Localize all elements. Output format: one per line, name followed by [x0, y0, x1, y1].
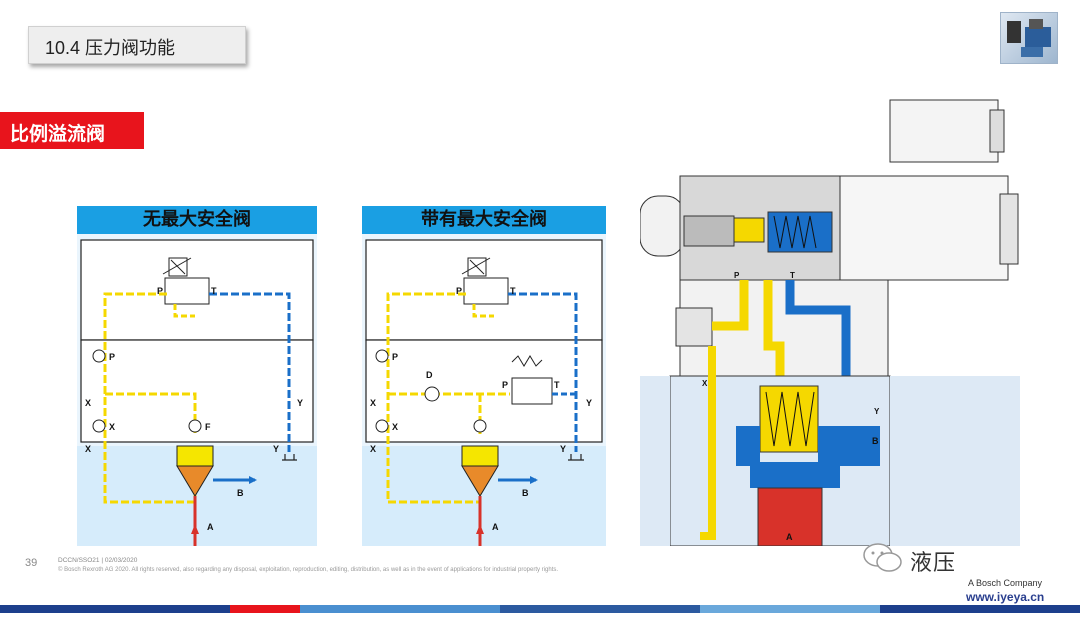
valve-cross-section: P T X Y B A — [639, 96, 1020, 547]
valve-product-thumbnail — [1000, 12, 1058, 64]
label-a: A — [786, 532, 793, 542]
schematic-with-safety-valve: 带有最大安全阀 P T P D P T X X — [362, 206, 606, 546]
watermark-text: 液压 — [910, 551, 957, 576]
label-t-mid: T — [554, 380, 560, 390]
label-p-mid: P — [502, 380, 508, 390]
watermark-company: A Bosch Company — [968, 578, 1043, 588]
page-number: 39 — [25, 557, 38, 569]
schematic-title-bar: 带有最大安全阀 — [362, 206, 606, 234]
label-y2: Y — [273, 444, 279, 454]
footer-copyright: © Bosch Rexroth AG 2020. All rights rese… — [58, 567, 559, 573]
schematic-title: 无最大安全阀 — [143, 209, 251, 230]
footer-meta: DCCN/SSO21 | 02/03/2020 — [58, 557, 138, 564]
label-x3: X — [85, 444, 91, 454]
valve-type-label: 比例溢流阀 — [0, 112, 144, 149]
label-b: B — [522, 488, 529, 498]
label-p: P — [734, 271, 740, 280]
label-x2: X — [392, 422, 398, 432]
label-t: T — [790, 271, 795, 280]
section-title: 10.4 压力阀功能 — [45, 38, 176, 58]
label-b: B — [237, 488, 244, 498]
label-y: Y — [874, 407, 880, 416]
schematic-title-bar: 无最大安全阀 — [77, 206, 317, 234]
valve-type-label-text: 比例溢流阀 — [10, 123, 106, 145]
label-p-top: P — [456, 286, 462, 296]
label-t-top: T — [211, 286, 217, 296]
label-a: A — [207, 522, 214, 532]
label-a: A — [492, 522, 499, 532]
label-x2: X — [109, 422, 115, 432]
label-x1: X — [85, 398, 91, 408]
label-y1: Y — [297, 398, 303, 408]
label-p-top: P — [157, 286, 163, 296]
wechat-icon — [862, 541, 904, 575]
label-p-side: P — [392, 352, 398, 362]
label-y1: Y — [586, 398, 592, 408]
section-title-box: 10.4 压力阀功能 — [28, 26, 246, 64]
label-d: D — [426, 370, 433, 380]
label-y2: Y — [560, 444, 566, 454]
schematic-title: 带有最大安全阀 — [421, 209, 547, 230]
bottom-color-bar — [0, 600, 1080, 613]
label-t-top: T — [510, 286, 516, 296]
label-p-side: P — [109, 352, 115, 362]
label-x3: X — [370, 444, 376, 454]
schematic-without-safety-valve: 无最大安全阀 P T P X X F Y Y — [77, 206, 317, 546]
label-f: F — [205, 422, 211, 432]
label-x: X — [702, 379, 708, 388]
label-x1: X — [370, 398, 376, 408]
watermark-url: www.iyeya.cn — [966, 590, 1045, 604]
label-b: B — [872, 436, 879, 446]
